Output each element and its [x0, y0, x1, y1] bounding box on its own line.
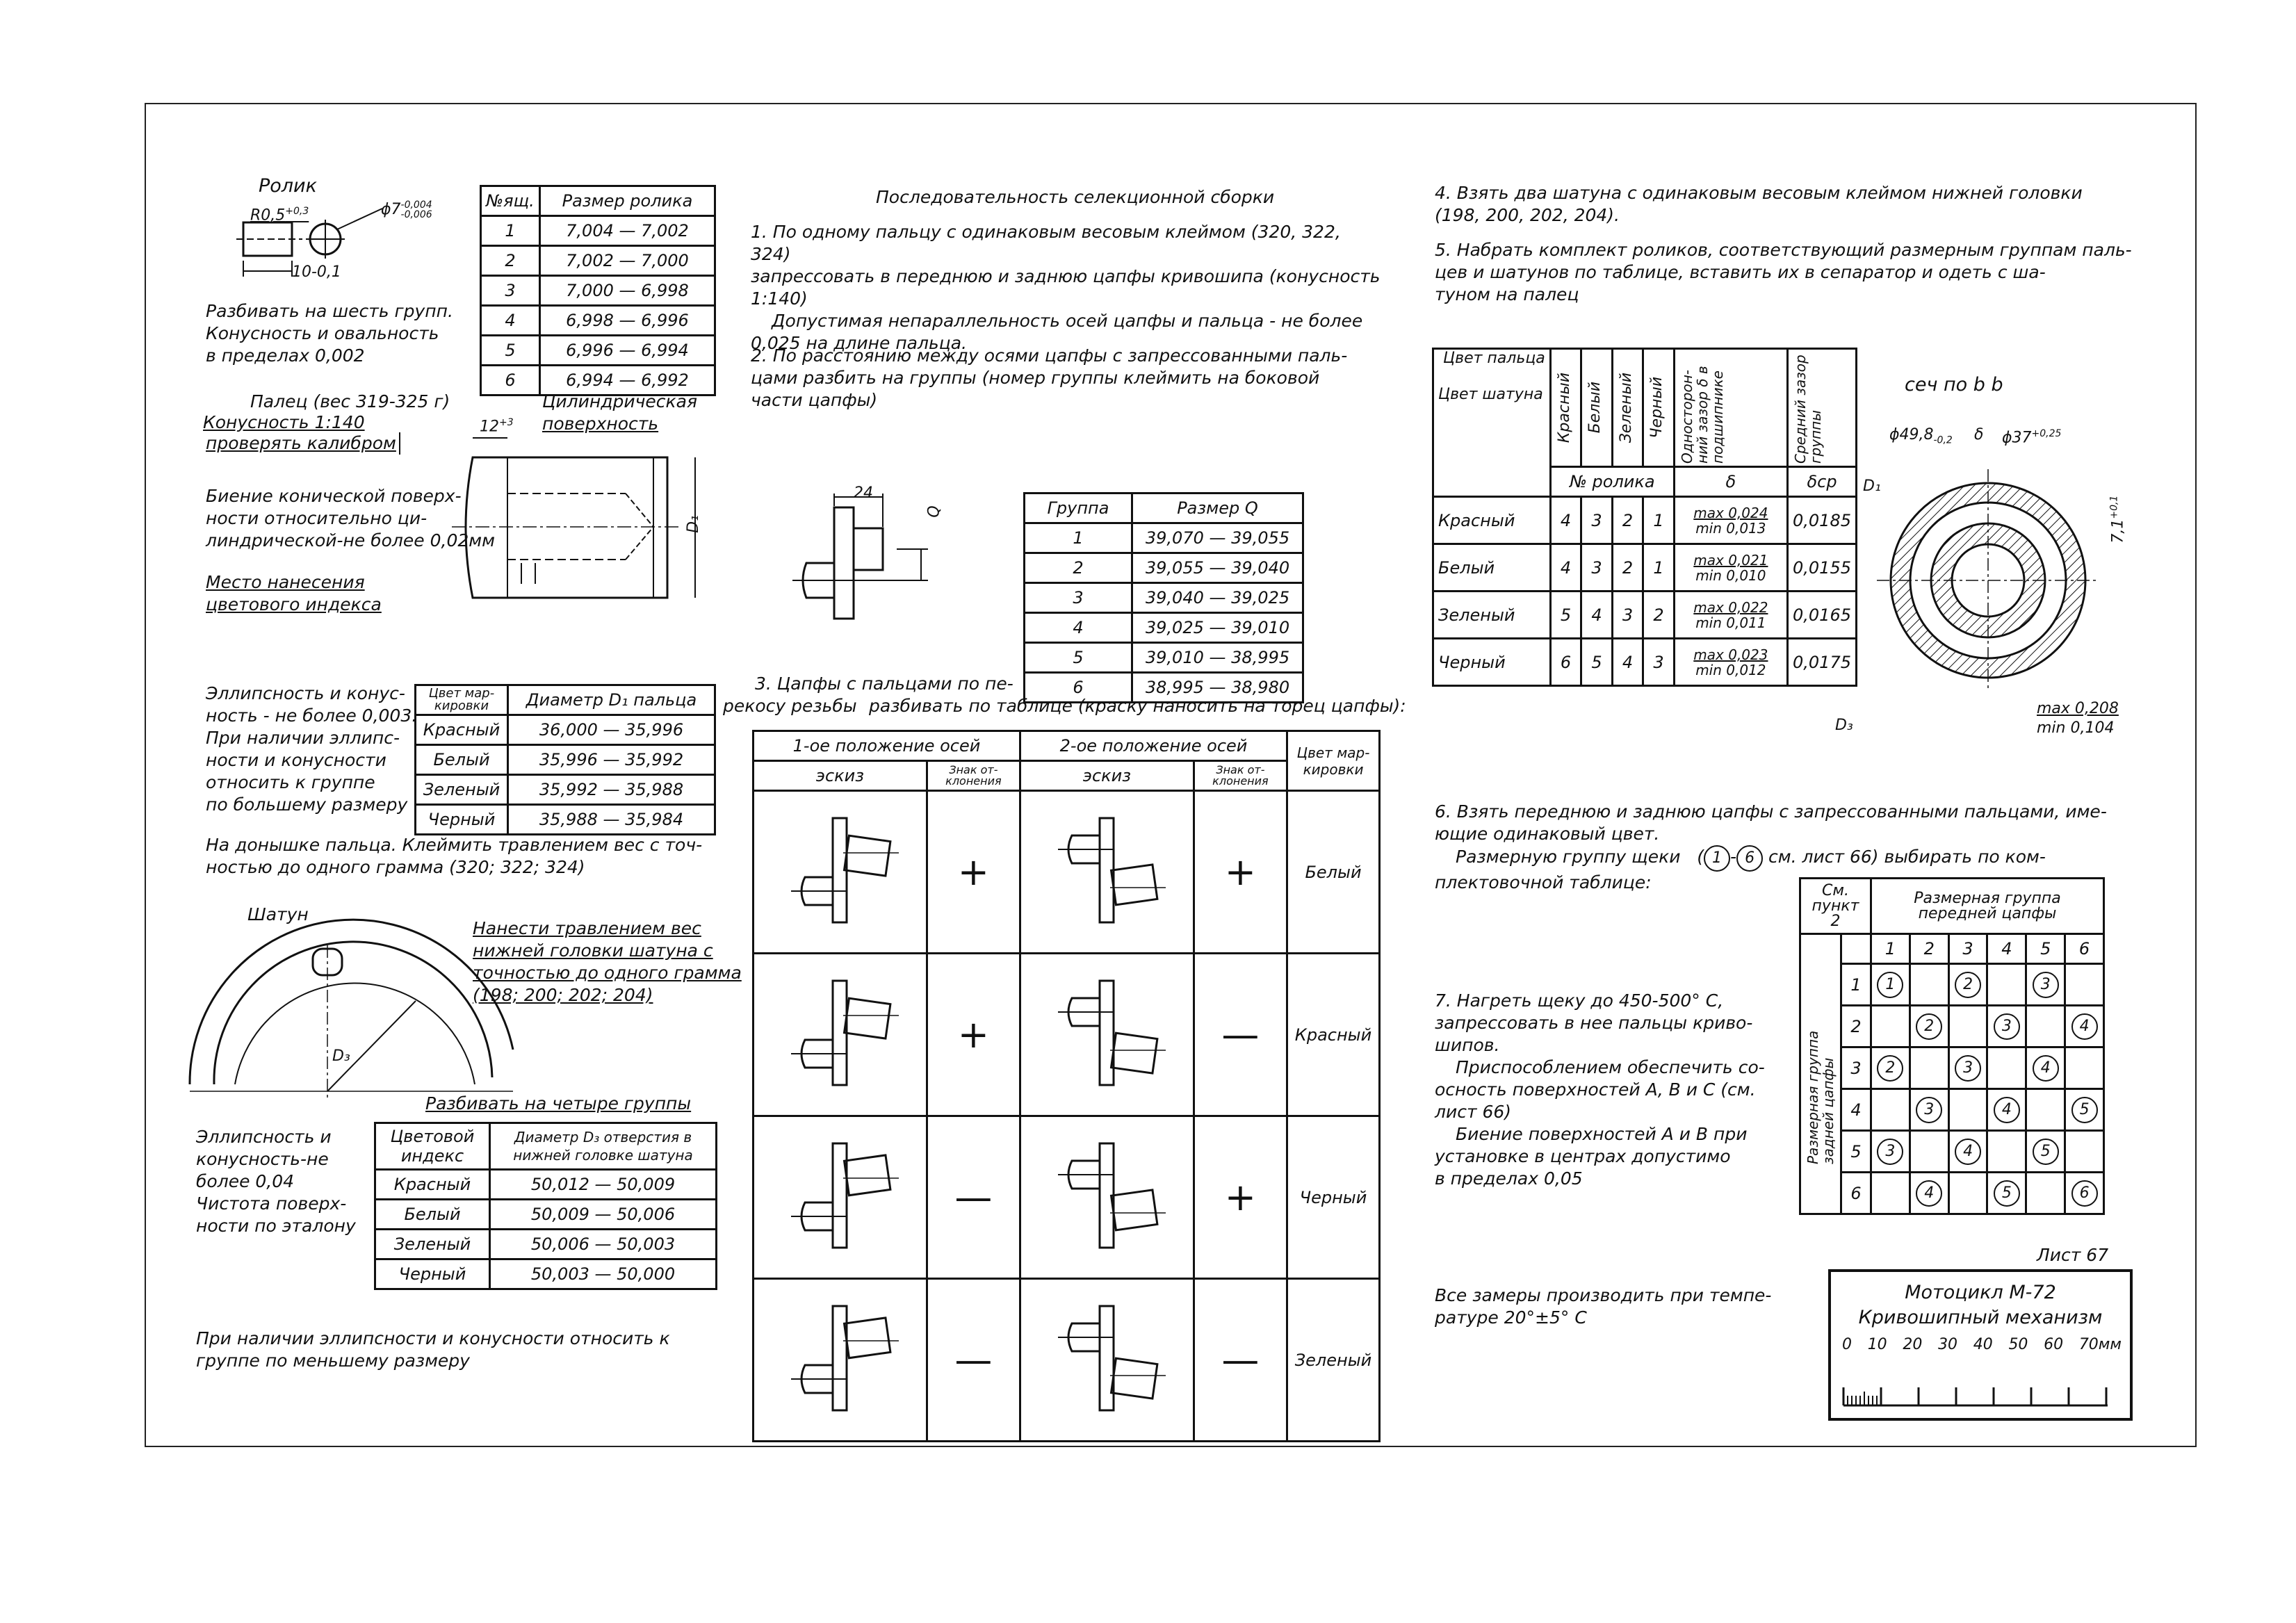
journal-dim-24: 24 [854, 484, 873, 502]
section-title: сеч по b b [1905, 374, 2003, 395]
drawing-sheet [145, 103, 2197, 1447]
rod-title: Шатун [247, 904, 309, 924]
stamp-scale-ruler [1842, 1387, 2108, 1407]
axes-color: Красный [1286, 952, 1381, 1117]
pin-title: Палец (вес 319-325 г) [250, 391, 450, 411]
axes-position-table: 1-ое положение осей 2-ое положение осей … [751, 730, 1381, 1442]
section-d3: D₃ [1835, 717, 1853, 734]
section-phi1: ϕ49,8-0,2 [1889, 426, 1953, 446]
section-phi2: ϕ37+0,25 [2002, 428, 2062, 447]
sequence-step-2: 2. По расстоянию между осями цапфы с зап… [751, 345, 1348, 410]
stamp-line2: Кривошипный механизм [1858, 1307, 2103, 1328]
journal-dim-q: Q [925, 505, 943, 518]
pin-rod-corner: Цвет пальца Цвет шатуна [1432, 348, 1552, 498]
section-dim-71: 7,1+0,1 [2108, 495, 2127, 544]
pin-sketch [452, 437, 696, 599]
step-5: 5. Набрать комплект роликов, соответству… [1435, 240, 2132, 304]
axes-sketch-cell [1019, 1278, 1195, 1442]
axes-sign-1: + [925, 790, 1022, 954]
axes-sketch-cell [1019, 1115, 1195, 1280]
connecting-rod-sketch [188, 918, 514, 1098]
axes-sketch-cell [752, 952, 928, 1117]
axes-sketch-cell [1019, 952, 1195, 1117]
section-d1: D₁ [1863, 478, 1881, 495]
axes-sign-2: — [1192, 952, 1289, 1117]
step-6: 6. Взять переднюю и заднюю цапфы с запре… [1435, 801, 2107, 892]
rod-split-note: Разбивать на четыре группы [425, 1093, 692, 1114]
bearing-section-sketch [1877, 469, 2099, 692]
roller-selection-table: Цвет пальца Цвет шатуна Красный Белый Зе… [1432, 348, 1857, 687]
section-delta: δ [1974, 426, 1984, 443]
journal-sketch [792, 494, 928, 620]
pin-d1-label: D₁ [684, 515, 702, 533]
stamp-line1: Мотоцикл М-72 [1905, 1282, 2056, 1303]
sequence-step-1: 1. По одному пальцу с одинаковым весовым… [751, 222, 1381, 353]
sequence-step-3b: разбивать по таблице (краску наносить на… [869, 696, 1406, 716]
step-4: 4. Взять два шатуна с одинаковым весовым… [1435, 183, 2083, 225]
axes-sign-2: + [1192, 1115, 1289, 1280]
axes-sign-1: — [925, 1115, 1022, 1280]
axes-sign-2: + [1192, 790, 1289, 954]
sheet-number: Лист 67 [2037, 1245, 2109, 1265]
sequence-step-3a: 3. Цапфы с пальцами по пе-рекосу резьбы [723, 674, 1013, 716]
pin-check: проверять калибром [206, 432, 400, 455]
axes-sketch-cell [752, 1278, 928, 1442]
axes-color: Белый [1286, 790, 1381, 954]
temperature-note: Все замеры производить при темпе-ратуре … [1435, 1285, 1772, 1328]
pin-runout-note: Биение конической поверх-ности относител… [206, 486, 495, 550]
roller-diameter-dim: ϕ7-0,004-0,006 [381, 199, 432, 220]
step-7: 7. Нагреть щеку до 450-500° С,запрессова… [1435, 990, 1765, 1189]
axes-sign-1: — [925, 1278, 1022, 1442]
rod-bottom-note: При наличии эллипсности и конусности отн… [196, 1328, 670, 1371]
pin-dim-12: 12+3 [480, 417, 514, 436]
roller-radius-dim: R0,5+0,3 [250, 206, 309, 225]
rod-d3-label: D₃ [332, 1047, 350, 1065]
axes-sign-1: + [925, 952, 1022, 1117]
axes-sign-2: — [1192, 1278, 1289, 1442]
axes-color: Зеленый [1286, 1278, 1381, 1442]
axes-sketch-cell [752, 790, 928, 954]
sequence-title: Последовательность селекционной сборки [876, 187, 1275, 207]
roller-length-dim: 10-0,1 [292, 263, 341, 281]
roller-title: Ролик [259, 175, 317, 197]
pin-taper: Конусность 1:140 [203, 412, 365, 432]
roller-note: Разбивать на шесть групп.Конусность и ов… [206, 301, 453, 366]
pin-ellipse-note: Эллипсность и конус-ность - не более 0,0… [206, 683, 418, 815]
pin-bottom-note: На донышке пальца. Клеймить травлением в… [206, 835, 703, 877]
axes-sketch-cell [1019, 790, 1195, 954]
roller-sketch [236, 208, 383, 277]
axes-sketch-cell [752, 1115, 928, 1280]
axes-color: Черный [1286, 1115, 1381, 1280]
